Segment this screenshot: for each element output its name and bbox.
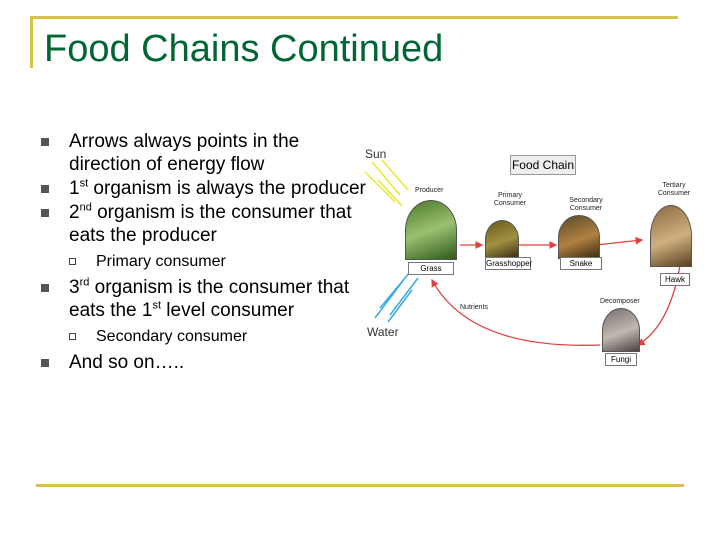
- bullet-and-so-on: And so on…..: [40, 351, 370, 374]
- sub-bullet-secondary: Secondary consumer: [40, 326, 370, 348]
- bullet-text: organism is the consumer that eats the p…: [69, 202, 352, 246]
- energy-arrows: [431, 236, 681, 346]
- decomposer-label: Decomposer: [600, 298, 640, 305]
- snake-tag: Snake: [560, 257, 602, 270]
- primary-consumer-label: Primary Consumer: [493, 192, 527, 207]
- bullet-text: Arrows always points in the direction of…: [69, 131, 300, 175]
- food-chain-title: Food Chain: [510, 155, 576, 175]
- bullet-arrows: Arrows always points in the direction of…: [40, 130, 370, 176]
- bullet-square-icon: [41, 209, 49, 217]
- snake-image: [558, 215, 600, 259]
- secondary-consumer-label: Secondary Consumer: [569, 197, 603, 212]
- bullet-square-icon: [41, 138, 49, 146]
- sub-bullet-text: Secondary consumer: [96, 328, 248, 345]
- bullet-square-icon: [41, 359, 49, 367]
- bullet-square-icon: [41, 185, 49, 193]
- bullet-square-icon: [41, 284, 49, 292]
- ordinal-suffix: rd: [79, 276, 90, 289]
- bullet-text: organism is always the producer: [88, 178, 366, 199]
- ordinal-suffix: nd: [79, 201, 92, 214]
- sub-bullet-square-icon: [69, 258, 76, 265]
- ordinal-suffix: st: [79, 177, 89, 190]
- grasshopper-tag: Grasshopper: [485, 257, 533, 270]
- bullet-text: organism is the consumer that eats the 1: [69, 277, 350, 321]
- bottom-rule: [36, 484, 684, 487]
- bullet-text: And so on…..: [69, 352, 185, 373]
- left-rule: [30, 16, 33, 68]
- water-label: Water: [367, 325, 399, 339]
- bullet-text: 3: [69, 277, 80, 298]
- sun-rays-icon: [364, 159, 409, 207]
- grass-image: [405, 200, 457, 260]
- nutrients-label: Nutrients: [460, 304, 489, 311]
- bullet-list: Arrows always points in the direction of…: [40, 130, 370, 375]
- bullet-first-organism: 1st organism is always the producer: [40, 177, 370, 200]
- fungi-image: [602, 308, 640, 352]
- grasshopper-image: [485, 220, 519, 258]
- food-chain-diagram: Sun Water Food Chain Producer Primary Co…: [360, 140, 700, 380]
- bullet-text: level consumer: [161, 300, 295, 321]
- fungi-tag: Fungi: [605, 353, 637, 366]
- ordinal-suffix: st: [152, 299, 162, 312]
- top-rule: [30, 16, 678, 19]
- bullet-third-organism: 3rd organism is the consumer that eats t…: [40, 276, 370, 322]
- producer-label: Producer: [415, 187, 444, 194]
- diagram-arrows: [364, 159, 681, 346]
- hawk-image: [650, 205, 692, 267]
- bullet-second-organism: 2nd organism is the consumer that eats t…: [40, 201, 370, 247]
- sun-label: Sun: [365, 147, 387, 161]
- sub-bullet-primary: Primary consumer: [40, 251, 370, 273]
- water-rays-icon: [374, 271, 419, 323]
- hawk-tag: Hawk: [660, 273, 690, 286]
- slide-title: Food Chains Continued: [44, 28, 444, 70]
- bullet-text: 2: [69, 202, 80, 223]
- sub-bullet-square-icon: [69, 333, 76, 340]
- sub-bullet-text: Primary consumer: [96, 253, 226, 270]
- grass-tag: Grass: [408, 262, 454, 275]
- bullet-text: 1: [69, 178, 80, 199]
- tertiary-consumer-label: Tertiary Consumer: [657, 182, 691, 197]
